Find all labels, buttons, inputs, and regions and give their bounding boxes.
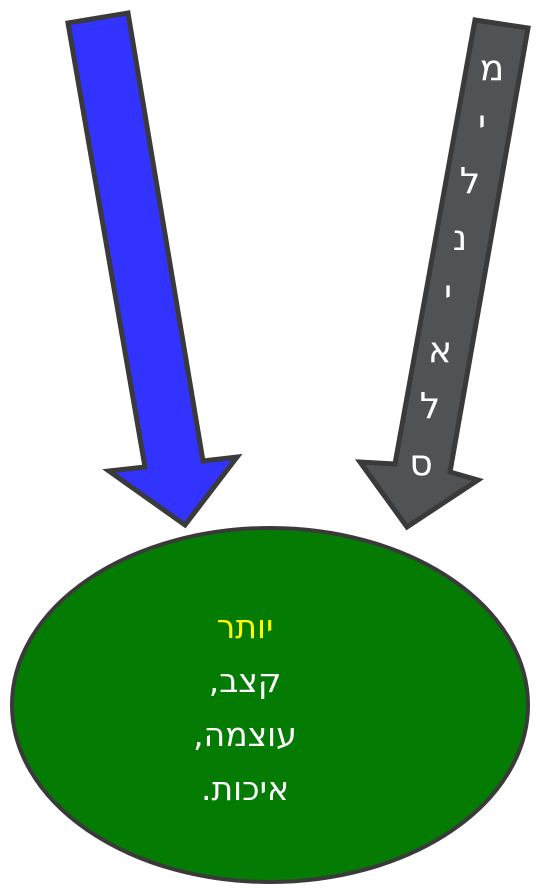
gray-arrow-letter: ס xyxy=(409,443,432,484)
gray-arrow-letter: מ xyxy=(480,48,504,89)
ellipse-text: יותר קצב, עוצמה, איכות. xyxy=(160,600,330,816)
ellipse-line-highlight: יותר xyxy=(216,607,274,646)
gray-arrow-letters: מ י ל נ י א ל ס xyxy=(409,48,504,484)
gray-arrow-letter: א xyxy=(428,330,452,371)
gray-arrow-letter: י xyxy=(444,273,452,314)
gray-arrow xyxy=(354,17,531,531)
ellipse-line: עוצמה, xyxy=(193,715,297,754)
gray-arrow-letter: ל xyxy=(420,386,440,427)
blue-arrow xyxy=(65,10,243,529)
gray-arrow-letter: ל xyxy=(460,161,480,202)
ellipse-line: איכות. xyxy=(200,769,290,808)
gray-arrow-letter: נ xyxy=(453,218,467,259)
ellipse-line: קצב, xyxy=(208,661,282,700)
result-ellipse xyxy=(10,526,530,884)
gray-arrow-letter: י xyxy=(478,103,486,144)
